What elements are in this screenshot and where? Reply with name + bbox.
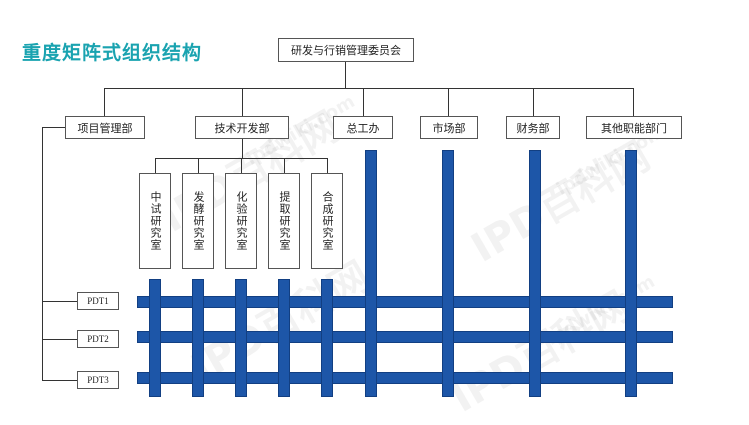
lab-box-synthesis: 合成研究室 (311, 173, 343, 269)
pdt2-matrix-bar (137, 331, 673, 343)
pdt3-matrix-bar (137, 372, 673, 384)
drop-lab-1 (155, 158, 156, 173)
tech-development-dept: 技术开发部 (195, 116, 289, 139)
finance-matrix-bar (529, 150, 541, 397)
pdt1-matrix-bar (137, 296, 673, 308)
lab-1-matrix-bar (149, 279, 161, 397)
drop-lab-5 (327, 158, 328, 173)
committee-box: 研发与行销管理委员会 (278, 38, 414, 62)
page-title: 重度矩阵式组织结构 (22, 42, 203, 64)
pdt-box-2: PDT2 (77, 330, 119, 348)
finance-dept: 财务部 (506, 116, 560, 139)
pdt-box-3: PDT3 (77, 371, 119, 389)
general-office-dept: 总工办 (333, 116, 393, 139)
tech-down-line (242, 139, 243, 158)
project-left-stub (42, 127, 65, 128)
drop-lab-3 (241, 158, 242, 173)
drop-lab-4 (284, 158, 285, 173)
project-spine-line (42, 127, 43, 380)
department-bus-line (104, 88, 633, 89)
pdt2-link (42, 339, 77, 340)
lab-box-extraction: 提取研究室 (268, 173, 300, 269)
lab-2-matrix-bar (192, 279, 204, 397)
other-dept-matrix-bar (625, 150, 637, 397)
lab-3-matrix-bar (235, 279, 247, 397)
project-management-dept: 项目管理部 (65, 116, 145, 139)
market-matrix-bar (442, 150, 454, 397)
drop-project (104, 88, 105, 116)
drop-market (448, 88, 449, 116)
lab-box-assay: 化验研究室 (225, 173, 257, 269)
lab-4-matrix-bar (278, 279, 290, 397)
drop-finance (533, 88, 534, 116)
lab-5-matrix-bar (321, 279, 333, 397)
pdt1-link (42, 301, 77, 302)
pdt-box-1: PDT1 (77, 292, 119, 310)
committee-down-line (345, 62, 346, 88)
drop-other (633, 88, 634, 116)
lab-box-pilot: 中试研究室 (139, 173, 171, 269)
drop-tech (242, 88, 243, 116)
drop-lab-2 (198, 158, 199, 173)
other-functional-dept: 其他职能部门 (586, 116, 682, 139)
general-office-matrix-bar (365, 150, 377, 397)
pdt3-link (42, 380, 77, 381)
market-dept: 市场部 (420, 116, 478, 139)
drop-general (363, 88, 364, 116)
lab-box-fermentation: 发酵研究室 (182, 173, 214, 269)
